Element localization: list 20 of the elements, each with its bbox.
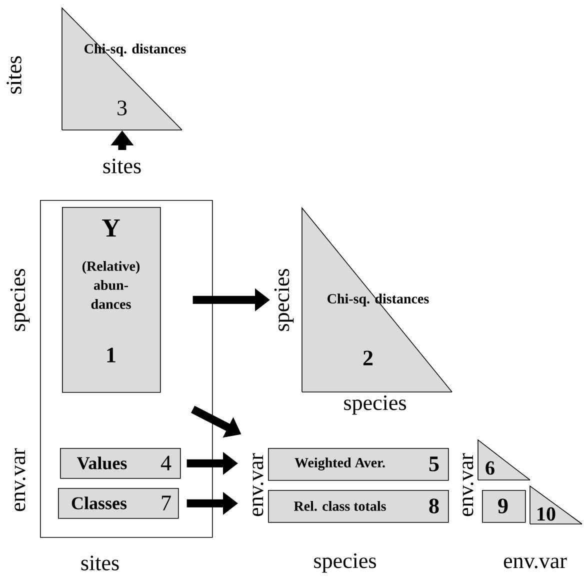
triangle-matrix: 6 [478, 439, 530, 480]
axis-label: env.var [504, 558, 567, 568]
axis-label: species [344, 395, 406, 415]
axis-label: sites [103, 158, 141, 174]
axis-label: species [314, 553, 376, 573]
node-label: species [274, 269, 294, 331]
matrix-box: Weighted Aver. 5 [268, 448, 449, 481]
axis-label: sites [6, 56, 22, 94]
axis-label: species [10, 269, 30, 331]
frame-box [40, 200, 213, 538]
matrix-box: Y (Relative) abun- dances 1 [62, 207, 161, 393]
axis-label: sites [81, 556, 119, 570]
matrix-box: Values 4 [60, 448, 181, 479]
axis-label: env.var [14, 448, 26, 512]
matrix-box: 9 [482, 490, 526, 523]
axis-label: env.var [462, 453, 474, 516]
axis-label: env.var [252, 453, 264, 516]
matrix-box: Rel. class totals 8 [268, 490, 449, 523]
matrix-box: Classes 7 [58, 488, 179, 519]
triangle-matrix: 10 [530, 485, 582, 524]
